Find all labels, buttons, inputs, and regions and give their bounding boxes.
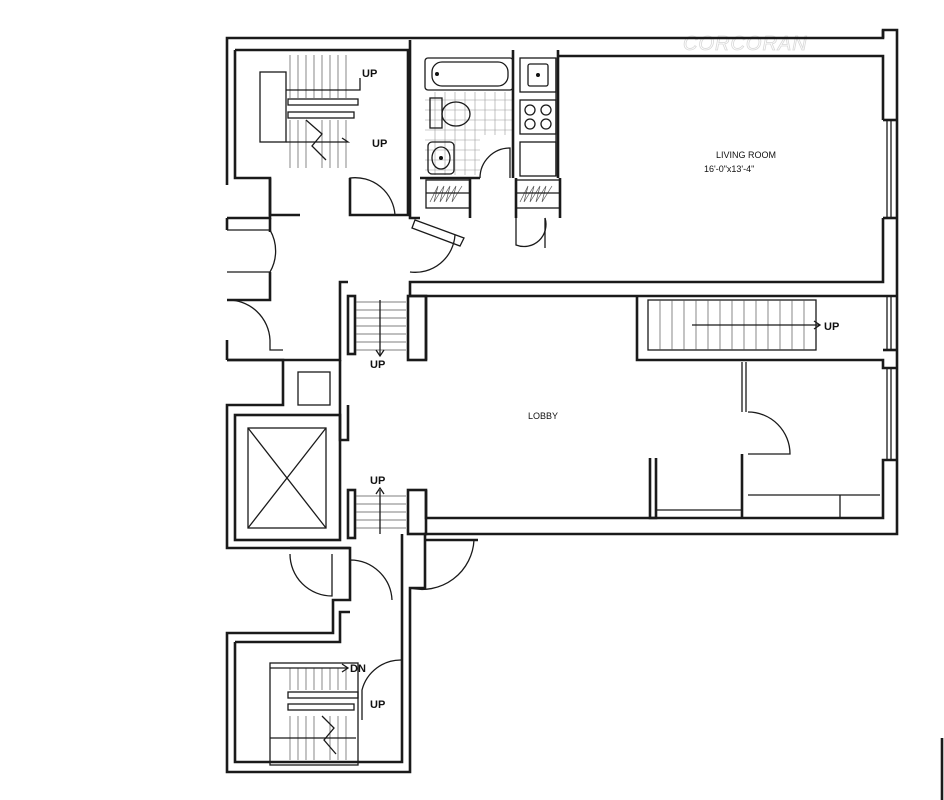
bathroom[interactable]	[408, 40, 515, 220]
center-stair-upper: UP	[346, 294, 428, 371]
right-stair: UP	[647, 299, 839, 351]
top-stair-up-label-2: UP	[372, 138, 387, 150]
elevator[interactable]	[233, 413, 342, 542]
watermark-text: CORCORAN	[683, 33, 808, 55]
kitchen-sink-icon	[527, 63, 549, 87]
lower-doors	[289, 534, 478, 601]
right-stair-up-label: UP	[824, 321, 839, 333]
closets-kitchen	[411, 178, 562, 248]
corridor-doors	[226, 177, 456, 362]
center-stair-lower: UP	[346, 475, 428, 540]
tub-drain-icon	[435, 72, 439, 76]
living-room-dimensions: 16'-0"x13'-4"	[704, 164, 754, 174]
exterior-walls	[225, 28, 899, 774]
toilet-bowl-icon	[441, 101, 471, 127]
bottom-stairwell: DN UP	[233, 600, 404, 766]
kitchen[interactable]	[519, 50, 560, 178]
bottom-stair-dn-label: DN	[350, 663, 366, 675]
center-stair-up-label-1: UP	[370, 359, 385, 371]
sink-icon	[431, 146, 451, 170]
stove-icon	[519, 99, 557, 135]
toilet-tank-icon	[429, 97, 443, 129]
living-room[interactable]: LIVING ROOM 16'-0"x13'-4"	[408, 54, 897, 298]
top-stair-up-label-1: UP	[362, 68, 377, 80]
bathroom-tile-grid	[425, 92, 513, 175]
lobby[interactable]: LOBBY	[297, 296, 897, 520]
living-room-name: LIVING ROOM	[716, 150, 776, 160]
bottom-stair-up-label: UP	[370, 699, 385, 711]
lobby-name: LOBBY	[528, 411, 558, 421]
refrigerator-icon	[519, 141, 557, 177]
center-stair-up-label-2: UP	[370, 475, 385, 487]
top-stairwell: UP UP	[235, 48, 410, 217]
